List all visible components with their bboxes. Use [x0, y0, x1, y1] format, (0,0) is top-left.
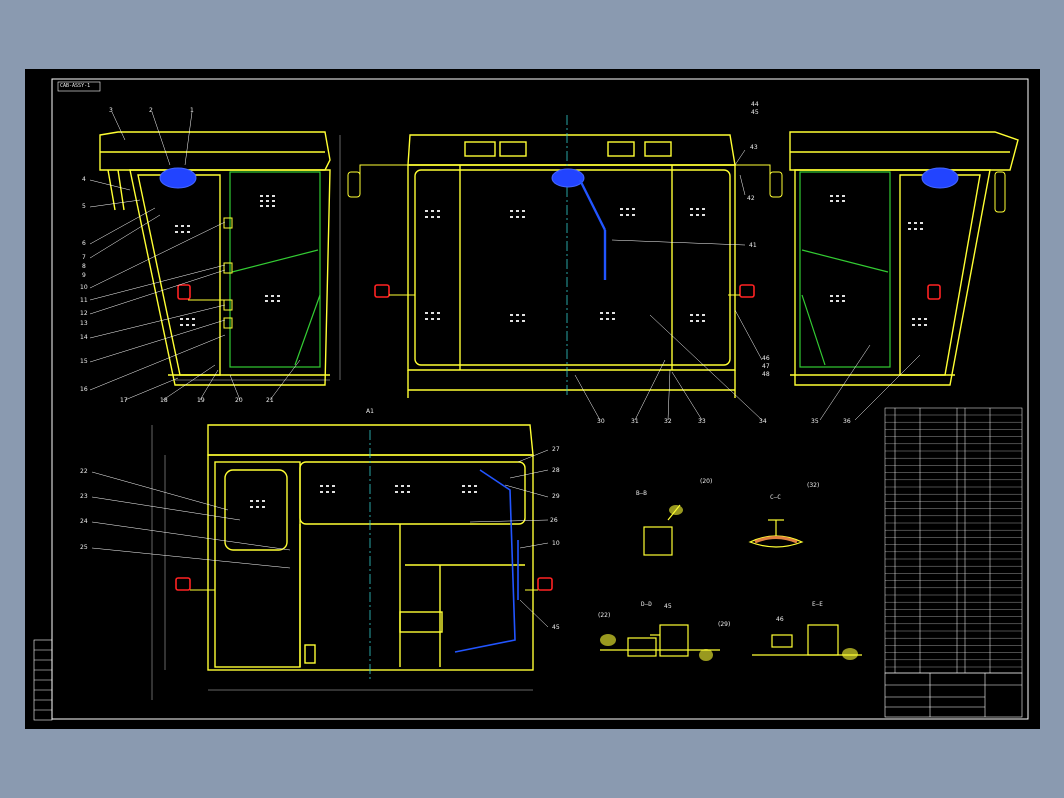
plan-hatching — [250, 485, 477, 508]
part-number: 17 — [120, 397, 128, 404]
part-number: 44 — [751, 101, 759, 108]
part-number: 35 — [811, 418, 819, 425]
drawing-border — [51, 78, 1029, 720]
title-stamp: CAB-ASSY-1 — [60, 83, 91, 89]
part-number: 9 — [82, 272, 86, 279]
plan-hydraulic — [454, 469, 519, 653]
left-side-door-glass — [229, 171, 321, 368]
right-side-hatching — [830, 195, 927, 326]
left-side-hatching — [175, 195, 280, 326]
part-number: 46 — [762, 355, 770, 362]
front-wiper — [578, 179, 607, 280]
part-number: 26 — [550, 517, 558, 524]
part-number: 45 — [664, 603, 672, 610]
part-number: 47 — [762, 363, 770, 370]
revision-stamp-boxes — [33, 639, 53, 721]
right-view-leaders — [819, 344, 921, 421]
part-number: 34 — [759, 418, 767, 425]
part-number: 8 — [82, 263, 86, 270]
left-side-mirror — [177, 284, 191, 300]
part-number: 45 — [751, 109, 759, 116]
part-number: 27 — [552, 446, 560, 453]
part-number: 42 — [747, 195, 755, 202]
part-number: 11 — [80, 297, 88, 304]
part-number: 22 — [80, 468, 88, 475]
right-side-mirror — [927, 284, 941, 300]
plan-right-mirror — [537, 577, 553, 591]
part-number: 10 — [552, 540, 560, 547]
plan-view-leaders — [91, 449, 549, 628]
part-number: 48 — [762, 371, 770, 378]
callout-29: (29) — [718, 621, 731, 628]
part-number: 14 — [80, 334, 88, 341]
part-number: 29 — [552, 493, 560, 500]
right-side-view — [789, 131, 1019, 386]
part-number: 6 — [82, 240, 86, 247]
left-side-view — [99, 131, 331, 386]
plan-left-mirror — [175, 577, 191, 591]
section-e-label: E—E — [812, 601, 823, 608]
part-number: 41 — [749, 242, 757, 249]
left-side-beacon — [159, 167, 197, 189]
title-tag-box — [57, 81, 101, 92]
part-number: 43 — [750, 144, 758, 151]
part-number: 15 — [80, 358, 88, 365]
front-view — [407, 134, 736, 398]
part-number: 13 — [80, 320, 88, 327]
plan-view-label: A1 — [366, 408, 374, 415]
part-number: 24 — [80, 518, 88, 525]
title-block — [884, 672, 1023, 718]
left-side-hinges — [223, 217, 233, 329]
part-number: 10 — [80, 284, 88, 291]
part-number: 1 — [190, 107, 194, 114]
callout-32: (32) — [807, 482, 820, 489]
part-number: 16 — [80, 386, 88, 393]
part-number: 12 — [80, 310, 88, 317]
part-number: 7 — [82, 254, 86, 261]
front-view-leaders — [574, 149, 763, 421]
part-number: 28 — [552, 467, 560, 474]
part-number: 25 — [80, 544, 88, 551]
right-side-beacon — [921, 167, 959, 189]
part-number: 23 — [80, 493, 88, 500]
part-number: 21 — [266, 397, 274, 404]
callout-22: (22) — [598, 612, 611, 619]
part-number: 19 — [197, 397, 205, 404]
section-c — [748, 519, 804, 548]
section-b-label: B—B — [636, 490, 647, 497]
right-side-door-glass — [799, 171, 891, 368]
part-number: 18 — [160, 397, 168, 404]
front-hatching — [425, 208, 705, 322]
part-number: 33 — [698, 418, 706, 425]
part-number: 20 — [235, 397, 243, 404]
callout-20: (20) — [700, 478, 713, 485]
part-number: 36 — [843, 418, 851, 425]
front-left-mirror — [374, 284, 390, 298]
part-number: 3 — [109, 107, 113, 114]
front-side-mirrors-top — [347, 164, 783, 198]
part-number: 32 — [664, 418, 672, 425]
plan-view — [207, 424, 534, 671]
part-number: 4 — [82, 176, 86, 183]
front-beacon — [551, 168, 585, 188]
part-number: 30 — [597, 418, 605, 425]
part-number: 5 — [82, 203, 86, 210]
part-number: 2 — [149, 107, 153, 114]
section-d — [600, 624, 720, 657]
part-number: 31 — [631, 418, 639, 425]
part-number: 46 — [776, 616, 784, 623]
section-c-label: C—C — [770, 494, 781, 501]
section-d-label: D—D — [641, 601, 652, 608]
left-view-leaders — [89, 111, 301, 401]
parts-list-rows — [885, 414, 1022, 668]
part-number: 45 — [552, 624, 560, 631]
front-right-mirror — [739, 284, 755, 298]
